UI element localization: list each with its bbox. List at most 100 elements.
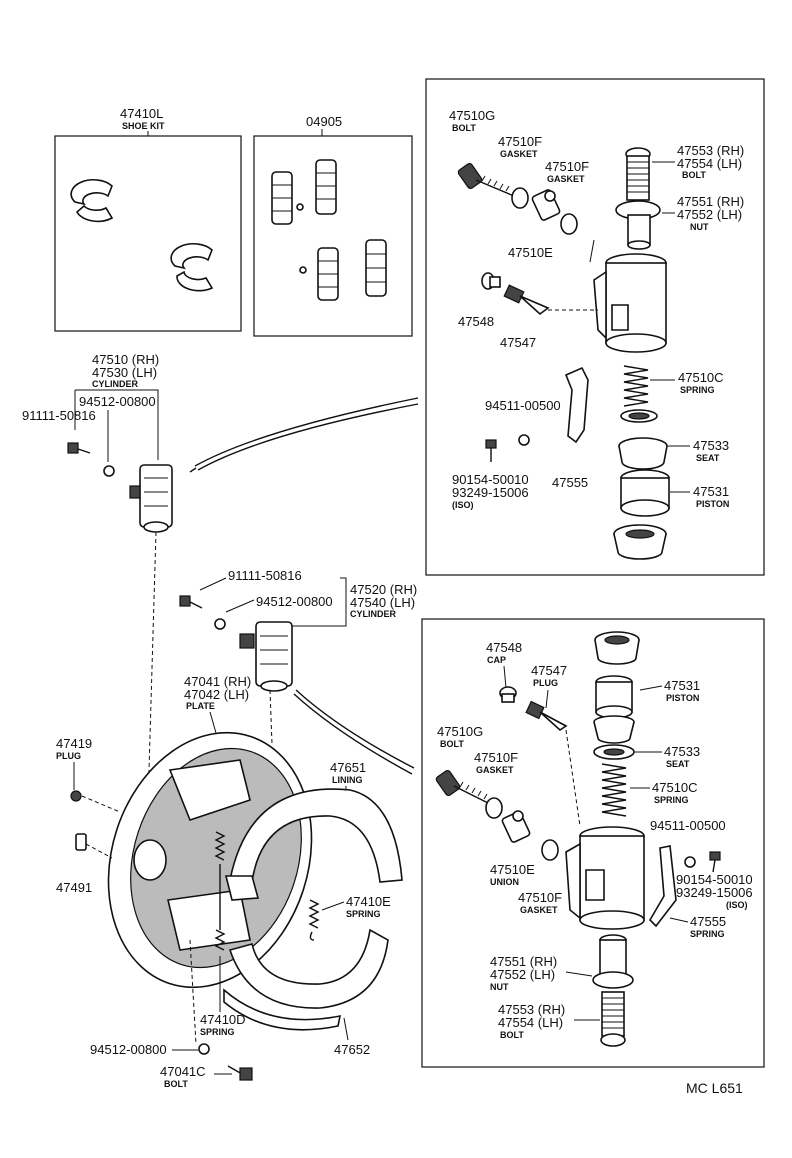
l-spring-plate-part[interactable] [648,845,677,928]
u-cylinder-body[interactable] [593,253,667,353]
l-screw1-number[interactable]: 90154-50010 [676,872,753,887]
u-union-part[interactable] [531,189,561,221]
l-seat-number[interactable]: 47533 [664,744,700,759]
l-plug-number[interactable]: 47547 [531,663,567,678]
u-spring-part[interactable] [623,365,649,407]
l-cylinder-body[interactable] [565,826,645,930]
cyl1-rh-number[interactable]: 47510 (RH) [92,352,159,367]
l-gasket-number[interactable]: 47510F [474,750,518,765]
lining-number[interactable]: 47651 [330,760,366,775]
l-washer-number[interactable]: 94511-00500 [650,818,726,833]
l-nut-lh[interactable]: 47552 (LH) [490,967,555,982]
u-seat-number[interactable]: 47533 [693,438,729,453]
l-bolt-part[interactable] [435,769,491,805]
u-cap-number[interactable]: 47548 [458,314,494,329]
bolt-c-part[interactable] [227,1065,253,1081]
kit-cup-set-3[interactable] [299,247,339,301]
upper-shoe-lining-part[interactable] [224,788,403,901]
l-seat-part[interactable] [593,744,635,760]
l-nut-rh[interactable]: 47551 (RH) [490,954,557,969]
shoe-kit-clip-a[interactable] [70,179,114,223]
cyl1-body[interactable] [129,464,173,533]
u-adjusting-nut-part[interactable] [615,200,661,250]
u-spring-plate-part[interactable] [564,366,589,444]
u-spring2-number[interactable]: 47555 [552,475,588,490]
u-union-number[interactable]: 47510E [508,245,553,260]
l-cup-part[interactable] [593,715,635,744]
u-plug-part[interactable] [503,284,550,316]
cyl2-rh-number[interactable]: 47520 (RH) [350,582,417,597]
u-cup-part[interactable] [618,437,668,470]
kit-04905-number[interactable]: 04905 [306,114,342,129]
shoe-number[interactable]: 47652 [334,1042,370,1057]
brake-pipe-lower[interactable] [293,689,415,775]
u-bolt2-lh[interactable]: 47554 (LH) [677,156,742,171]
u-gasket2-part[interactable] [560,213,578,235]
pin-part[interactable] [75,833,87,851]
u-seat-part[interactable] [620,409,658,423]
l-spring-part[interactable] [601,763,627,817]
u-bolt2-rh[interactable]: 47553 (RH) [677,143,744,158]
u-screw2-number[interactable]: 93249-15006 [452,485,529,500]
spring-d-number[interactable]: 47410D [200,1012,246,1027]
kit-cup-set-2[interactable] [315,159,337,215]
shoe-kit-clip-b[interactable] [170,243,214,292]
u-adjusting-bolt-part[interactable] [625,147,651,201]
cyl1-washer-number[interactable]: 94512-00800 [79,394,156,409]
l-cap-number[interactable]: 47548 [486,640,522,655]
lower-shoe-part[interactable] [223,928,389,1031]
l-gasket-part[interactable] [485,797,503,819]
u-washer-part[interactable] [518,434,530,446]
u-nut-lh[interactable]: 47552 (LH) [677,207,742,222]
u-spring-number[interactable]: 47510C [678,370,724,385]
washer-bottom-part[interactable] [198,1043,210,1055]
l-adjusting-bolt-part[interactable] [600,991,626,1047]
plug-part[interactable] [70,790,82,802]
l-spring2-number[interactable]: 47555 [690,914,726,929]
u-gasket1-part[interactable] [511,187,529,209]
cyl2-lh-number[interactable]: 47540 (LH) [350,595,415,610]
u-gasket1-number[interactable]: 47510F [498,134,542,149]
l-cap-part[interactable] [499,686,517,703]
u-screw1-number[interactable]: 90154-50010 [452,472,529,487]
cyl2-body[interactable] [239,621,293,692]
l-bolt2-rh[interactable]: 47553 (RH) [498,1002,565,1017]
u-bolt-part[interactable] [457,162,515,197]
cyl2-washer-part[interactable] [214,618,226,630]
l-screw-part[interactable] [709,851,721,873]
kit-cup-set-4[interactable] [365,239,387,297]
backing-plate-part[interactable] [77,706,344,1014]
brake-pipe-upper[interactable] [189,397,419,473]
u-piston-number[interactable]: 47531 [693,484,729,499]
l-piston-number[interactable]: 47531 [664,678,700,693]
u-piston-part[interactable] [620,469,670,517]
cyl1-lh-number[interactable]: 47530 (LH) [92,365,157,380]
u-cap-part[interactable] [481,272,501,290]
plate-rh-number[interactable]: 47041 (RH) [184,674,251,689]
u-nut-rh[interactable]: 47551 (RH) [677,194,744,209]
washer-bottom-number[interactable]: 94512-00800 [90,1042,167,1057]
l-gasket2-number[interactable]: 47510F [518,890,562,905]
cyl1-washer-part[interactable] [103,465,115,477]
u-gasket2-number[interactable]: 47510F [545,159,589,174]
cyl2-washer-number[interactable]: 94512-00800 [256,594,333,609]
l-union-part[interactable] [501,810,531,843]
cyl1-bolt-part[interactable] [67,442,91,454]
spring-e-number[interactable]: 47410E [346,894,391,909]
u-screw-part[interactable] [485,439,497,462]
l-washer-part[interactable] [684,856,696,868]
cyl1-bolt-number[interactable]: 91111-50816 [22,408,96,423]
u-boot-part[interactable] [613,524,667,560]
u-bolt-number[interactable]: 47510G [449,108,495,123]
l-adjusting-nut-part[interactable] [592,934,634,989]
l-union-number[interactable]: 47510E [490,862,535,877]
bolt-c-number[interactable]: 47041C [160,1064,206,1079]
plug-number[interactable]: 47419 [56,736,92,751]
pin-number[interactable]: 47491 [56,880,92,895]
l-dust-boot-part[interactable] [594,631,640,665]
cyl2-bolt-part[interactable] [179,595,203,609]
l-spring-number[interactable]: 47510C [652,780,698,795]
l-screw2-number[interactable]: 93249-15006 [676,885,753,900]
u-plug-number[interactable]: 47547 [500,335,536,350]
shoe-kit-number[interactable]: 47410L [120,106,163,121]
